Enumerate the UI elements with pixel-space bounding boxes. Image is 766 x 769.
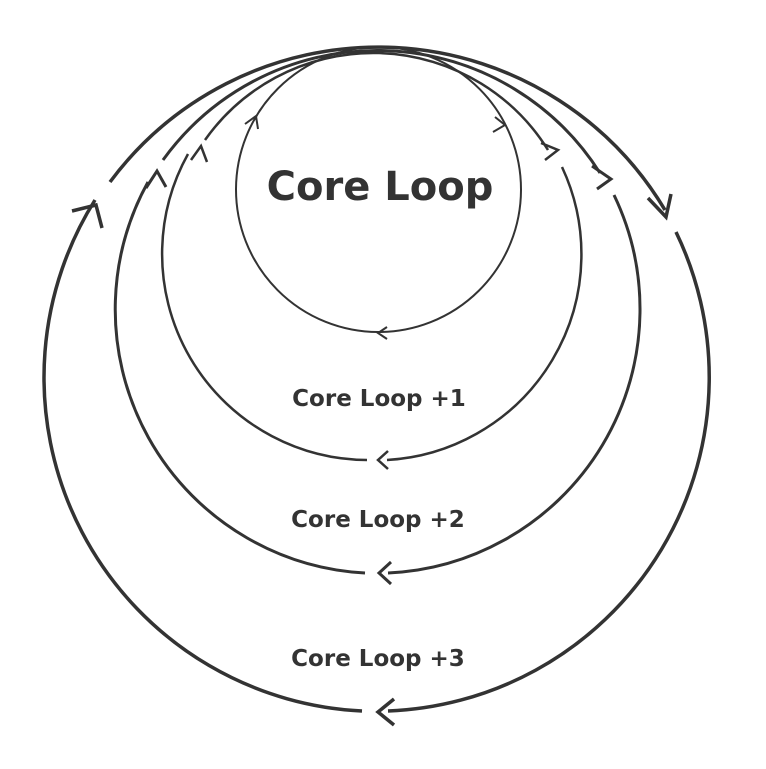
loop-plus-2-left-arc: [113, 181, 366, 575]
core-loop-plus-3-label: Core Loop +3: [291, 646, 465, 672]
loop-plus-1-top-arc: [203, 51, 550, 151]
loop-plus-2-arrow-right: [591, 164, 614, 191]
core-loop-arrow-top-right: [492, 116, 507, 133]
loop-plus-3-left-arc: [42, 199, 363, 713]
core-loop-plus-2-label: Core Loop +2: [291, 507, 465, 533]
core-loop-arrow-top-left: [244, 114, 259, 130]
core-loop-arrow-bottom: [376, 326, 388, 340]
loop-plus-3-right-arc: [387, 231, 711, 713]
loop-plus-2-right-arc: [387, 194, 642, 575]
core-loop-label: Core Loop: [266, 164, 494, 210]
loop-plus-3-arrow-bottom: [375, 697, 396, 727]
loop-plus-2-top-arc: [161, 48, 602, 174]
loop-plus-2-arrow-bottom: [376, 560, 393, 586]
core-loop-circle-right: [377, 46, 522, 334]
loop-plus-1-arrow-right: [540, 141, 561, 161]
loop-plus-3-arrow-right: [646, 193, 673, 221]
core-loop-plus-1-label: Core Loop +1: [292, 386, 466, 412]
loop-plus-3-arrow-left: [71, 202, 104, 229]
loop-plus-1-arrow-left: [189, 143, 209, 163]
loop-plus-1-arrow-bottom: [376, 450, 389, 470]
loop-plus-1-left-arc: [160, 153, 368, 462]
loop-plus-1-right-arc: [386, 166, 583, 462]
loop-plus-2-arrow-left: [144, 168, 168, 189]
loop-plus-3-top-arc: [108, 45, 667, 211]
